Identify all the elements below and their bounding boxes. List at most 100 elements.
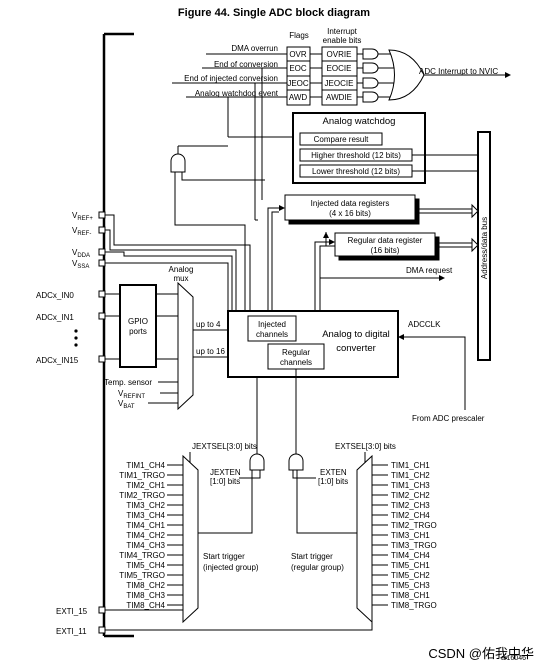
prescaler-label: From ADC prescaler: [412, 414, 485, 423]
start-trigger-injected-line2: (injected group): [203, 563, 259, 572]
regular-trigger-label: TIM2_CH3: [391, 501, 430, 510]
injected-trigger-label: TIM8_CH3: [126, 591, 165, 600]
regular-trigger-label: TIM2_CH4: [391, 511, 430, 520]
flags-header: Flags: [289, 31, 309, 40]
bus-label: Address/data bus: [480, 217, 489, 279]
pin-vdda: [98, 248, 106, 256]
compare-result-box: [299, 132, 383, 146]
event-end-of-injected: End of injected conversion: [184, 74, 278, 83]
extsel-mux: [356, 454, 373, 624]
dma-request-label: DMA request: [406, 266, 453, 275]
and-gate-array: [357, 48, 395, 103]
gpio-label-line2: ports: [129, 327, 147, 336]
interrupt-header-line2: enable bits: [323, 36, 362, 45]
injected-trigger-label: TIM3_CH2: [126, 501, 165, 510]
injected-registers-line2: (4 x 16 bits): [329, 209, 371, 218]
regular-trigger-label: TIM1_CH2: [391, 471, 430, 480]
regular-trigger-label: TIM2_TRGO: [391, 521, 437, 530]
regular-trigger-label: TIM4_CH4: [391, 551, 430, 560]
analog-mux-line1: Analog: [169, 265, 194, 274]
adc-interrupt-label: ADC Interrupt to NVIC: [419, 67, 498, 76]
gpio-ports-box: [119, 284, 157, 368]
regular-trigger-label: TIM1_CH3: [391, 481, 430, 490]
injected-channels-box: [247, 315, 297, 342]
lower-threshold-label: Lower threshold (12 bits): [312, 167, 400, 176]
interrupt-arrow: [505, 72, 511, 78]
flag-eoc: EOC: [289, 64, 307, 73]
injected-registers-line1: Injected data registers: [311, 199, 390, 208]
injected-trigger-label: TIM1_TRGO: [119, 471, 165, 480]
reference-code: ai16046: [501, 655, 526, 662]
vref-plus-label: VREF+: [72, 211, 93, 222]
up-to-16-label: up to 16: [196, 347, 225, 356]
input-label-in1: ADCx_IN1: [36, 313, 74, 322]
analog-mux-line2: mux: [173, 274, 188, 283]
pin-vssa: [98, 259, 106, 267]
analog-watchdog-title: Analog watchdog: [323, 116, 396, 127]
regular-channels-box: [267, 343, 325, 370]
injected-data-registers: Injected data registers (4 x 16 bits): [284, 194, 420, 225]
jexten-line1: JEXTEN: [210, 468, 241, 477]
exten-line1: EXTEN: [320, 468, 347, 477]
input-label-in0: ADCx_IN0: [36, 291, 74, 300]
supply-pins: VREF+ VREF- VDDA VSSA: [72, 211, 106, 270]
exten-gate: [288, 453, 304, 471]
vref-minus-label: VREF-: [72, 226, 91, 237]
gpio-label-line1: GPIO: [128, 317, 148, 326]
jextsel-label: JEXTSEL[3:0] bits: [192, 442, 257, 451]
injected-channels-line2: channels: [256, 330, 288, 339]
regular-register-box: [334, 232, 436, 257]
vdda-label: VDDA: [72, 248, 90, 259]
compare-result-label: Compare result: [314, 135, 369, 144]
exten-line2: [1:0] bits: [318, 477, 348, 486]
flag-awd: AWD: [289, 93, 308, 102]
regular-trigger-label: TIM8_TRGO: [391, 601, 437, 610]
regular-channels-line2: channels: [280, 358, 312, 367]
regular-trigger-label: TIM5_CH1: [391, 561, 430, 570]
regular-trigger-label: TIM3_TRGO: [391, 541, 437, 550]
injected-trigger-label: TIM4_CH2: [126, 531, 165, 540]
pin-adc-in0: [98, 290, 106, 298]
regular-register-line1: Regular data register: [348, 236, 423, 245]
injected-trigger-label: TIM5_TRGO: [119, 571, 165, 580]
pin-exti-15: [98, 606, 106, 614]
jexten-line2: [1:0] bits: [210, 477, 240, 486]
pin-vref-minus: [98, 226, 106, 234]
regular-trigger-label: TIM2_CH2: [391, 491, 430, 500]
start-trigger-regular-line2: (regular group): [291, 563, 344, 572]
pin-vref-plus: [98, 211, 106, 219]
analog-watchdog-block: Analog watchdog Compare result Higher th…: [292, 112, 426, 184]
vrefint-label: VREFINT: [118, 389, 145, 400]
flag-jeoc: JEOC: [287, 79, 309, 88]
injected-trigger-label: TIM1_CH4: [126, 461, 165, 470]
converter-line1: Analog to digital: [322, 329, 390, 340]
injected-trigger-label: TIM8_CH2: [126, 581, 165, 590]
regular-trigger-label: TIM5_CH3: [391, 581, 430, 590]
event-end-of-conversion: End of conversion: [214, 60, 278, 69]
input-label-in15: ADCx_IN15: [36, 356, 79, 365]
exti-11-label: EXTI_11: [56, 627, 87, 636]
enable-awdie: AWDIE: [326, 93, 352, 102]
injected-trigger-label: TIM2_CH1: [126, 481, 165, 490]
injected-trigger-label: TIM4_CH3: [126, 541, 165, 550]
regular-register-line2: (16 bits): [371, 246, 400, 255]
converter-line2: converter: [336, 343, 376, 354]
extsel-label: EXTSEL[3:0] bits: [335, 442, 396, 451]
flag-ovr: OVR: [289, 50, 307, 59]
vbat-label: VBAT: [118, 399, 135, 410]
injected-registers-box: [284, 194, 416, 221]
higher-threshold-label: Higher threshold (12 bits): [311, 151, 401, 160]
pin-adc-in1: [98, 312, 106, 320]
enable-ovrie: OVRIE: [327, 50, 352, 59]
figure-title: Figure 44. Single ADC block diagram: [178, 7, 370, 19]
vssa-label: VSSA: [72, 259, 89, 270]
injected-trigger-label: TIM3_CH4: [126, 511, 165, 520]
analog-mux: [177, 281, 194, 411]
address-data-bus: [477, 131, 491, 361]
jexten-gate: [249, 453, 265, 471]
enable-eocie: EOCIE: [327, 64, 352, 73]
watermark: CSDN @佑我中华: [428, 646, 534, 661]
injected-channels-line1: Injected: [258, 320, 286, 329]
regular-data-register: Regular data register (16 bits): [334, 232, 440, 261]
